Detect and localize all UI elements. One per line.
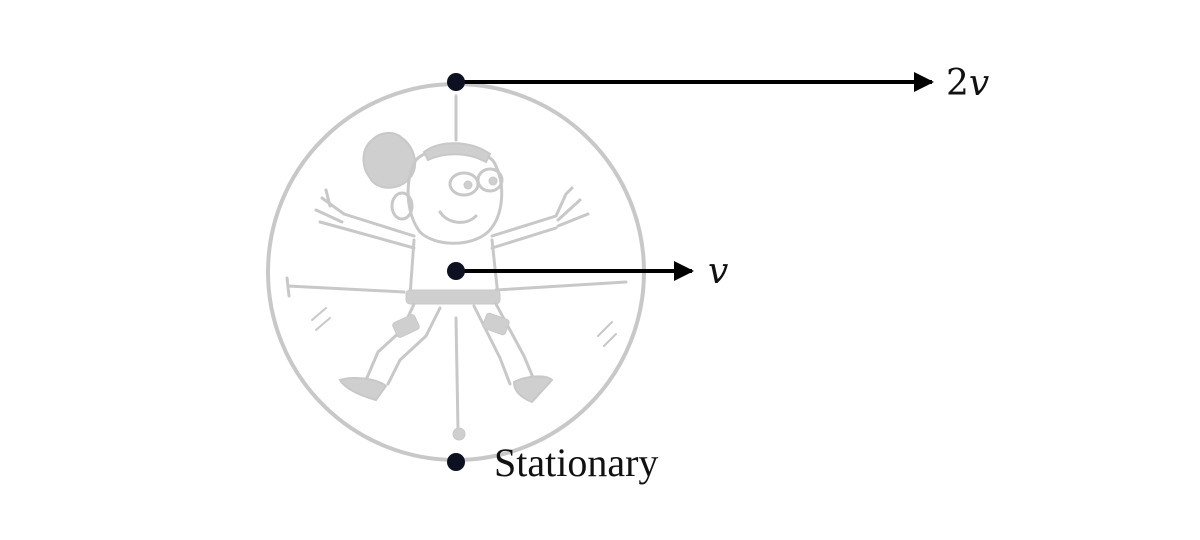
hand-right — [554, 186, 590, 228]
pupil-left — [463, 180, 473, 190]
knee-pad-right — [482, 312, 510, 336]
person-in-ball-sketch — [266, 82, 646, 462]
leg-right — [472, 302, 536, 386]
ball-frame-vertical-bottom — [454, 316, 460, 432]
mouth — [438, 210, 478, 224]
belt — [405, 289, 501, 305]
center-velocity-label: v — [708, 251, 728, 292]
head — [406, 147, 504, 245]
ball-highlight-left — [311, 307, 331, 331]
ball-highlight-right — [597, 321, 617, 347]
stationary-label: Stationary — [494, 440, 658, 485]
ball-frame-bottom-knob — [452, 427, 466, 441]
arm-right — [490, 214, 558, 250]
top-velocity-var: v — [969, 63, 989, 104]
pupil-right — [488, 176, 498, 186]
shoe-left — [338, 377, 388, 402]
eye-right — [476, 167, 504, 193]
ball-frame-horizontal-left — [286, 284, 406, 294]
top-velocity-label: 2v — [946, 63, 989, 104]
arm-left — [340, 212, 416, 250]
ball-frame-horizontal-right — [494, 280, 628, 292]
ear — [390, 191, 414, 221]
shoe-right — [512, 375, 554, 404]
center-point — [447, 262, 465, 280]
knee-pad-left — [392, 314, 420, 338]
top-velocity-coef: 2 — [946, 63, 969, 104]
ball-frame-left-cap — [285, 276, 291, 298]
top-point — [447, 73, 465, 91]
hair-bun — [362, 132, 417, 189]
bottom-point — [447, 453, 465, 471]
hair-top — [422, 142, 492, 164]
hand-left — [314, 188, 346, 230]
leg-left — [364, 302, 442, 386]
